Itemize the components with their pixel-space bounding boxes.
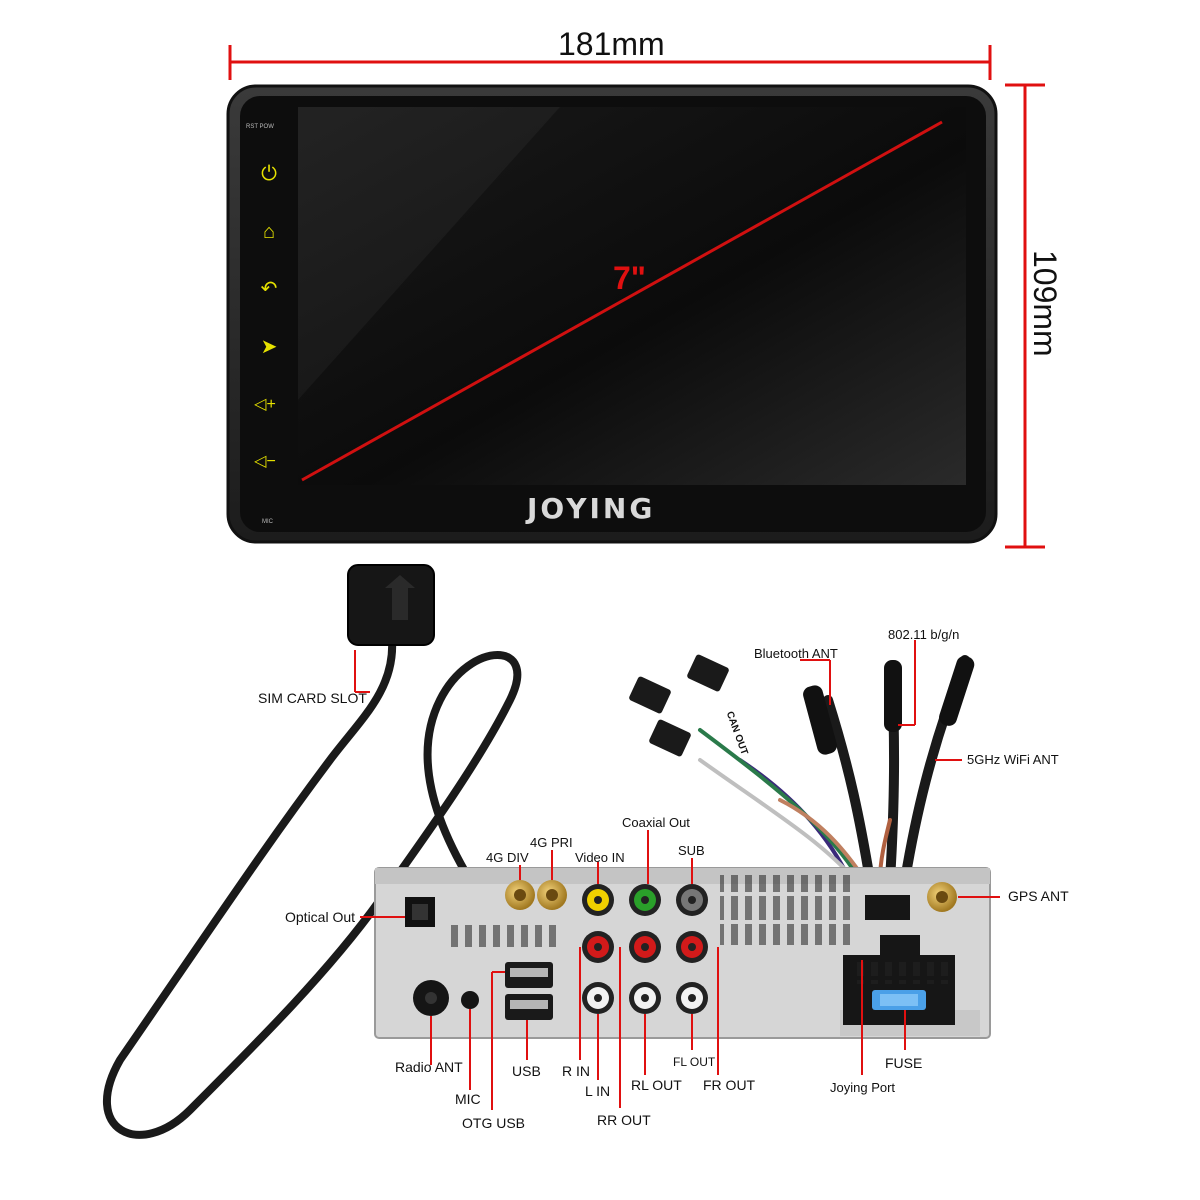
screen-diagonal-line [301, 120, 943, 482]
wifi-bgn-label: 802.11 b/g/n [888, 627, 960, 642]
usb-label: USB [512, 1063, 541, 1079]
height-dimension-label: 109mm [1027, 250, 1063, 357]
fuse-label: FUSE [885, 1055, 923, 1071]
mic-label: MIC [455, 1091, 481, 1107]
power-button[interactable]: ⏻ [261, 163, 277, 185]
top-buttons-label: RST POW [246, 124, 274, 130]
callout-leader-lines [354, 640, 1000, 1110]
4g-pri-label: 4G PRI [530, 835, 573, 850]
mic-hole-label: MIC [262, 519, 273, 525]
sim-card-slot-label: SIM CARD SLOT [258, 690, 367, 706]
rl-out-label: RL OUT [631, 1077, 682, 1093]
wifi-5ghz-label: 5GHz WiFi ANT [967, 752, 1059, 767]
optical-out-label: Optical Out [285, 909, 356, 925]
radio-ant-label: Radio ANT [395, 1059, 463, 1075]
mic-port [461, 991, 479, 1009]
volume-up-button[interactable]: ◁+ [254, 396, 276, 413]
l-in-label: L IN [585, 1083, 611, 1099]
sub-label: SUB [678, 843, 705, 858]
brand-logo: JOYING [527, 492, 656, 525]
sim-card-cable [103, 636, 522, 1139]
width-dimension-line [228, 45, 992, 80]
back-button[interactable]: ↶ [260, 278, 278, 300]
wire-connectors [629, 654, 729, 757]
video-in-label: Video IN [575, 850, 625, 865]
height-dimension-line [1005, 83, 1045, 549]
otg-usb-label: OTG USB [462, 1115, 526, 1131]
4g-div-label: 4G DIV [486, 850, 529, 865]
sim-card-slot-module [347, 564, 435, 646]
r-in-label: R IN [562, 1063, 590, 1079]
screen-size-label: 7" [613, 260, 646, 296]
fr-out-label: FR OUT [703, 1077, 756, 1093]
bluetooth-ant-label: Bluetooth ANT [754, 646, 838, 661]
rr-out-label: RR OUT [597, 1112, 651, 1128]
joying-port-label: Joying Port [830, 1080, 896, 1095]
coaxial-out-label: Coaxial Out [622, 815, 690, 830]
volume-down-button[interactable]: ◁− [254, 453, 276, 470]
fl-out-label: FL OUT [673, 1055, 716, 1069]
gps-ant-label: GPS ANT [1008, 888, 1069, 904]
antenna-cables [698, 655, 970, 885]
home-button[interactable]: ⌂ [262, 221, 276, 243]
navigation-button[interactable]: ➤ [260, 336, 278, 358]
width-dimension-label: 181mm [558, 26, 665, 62]
